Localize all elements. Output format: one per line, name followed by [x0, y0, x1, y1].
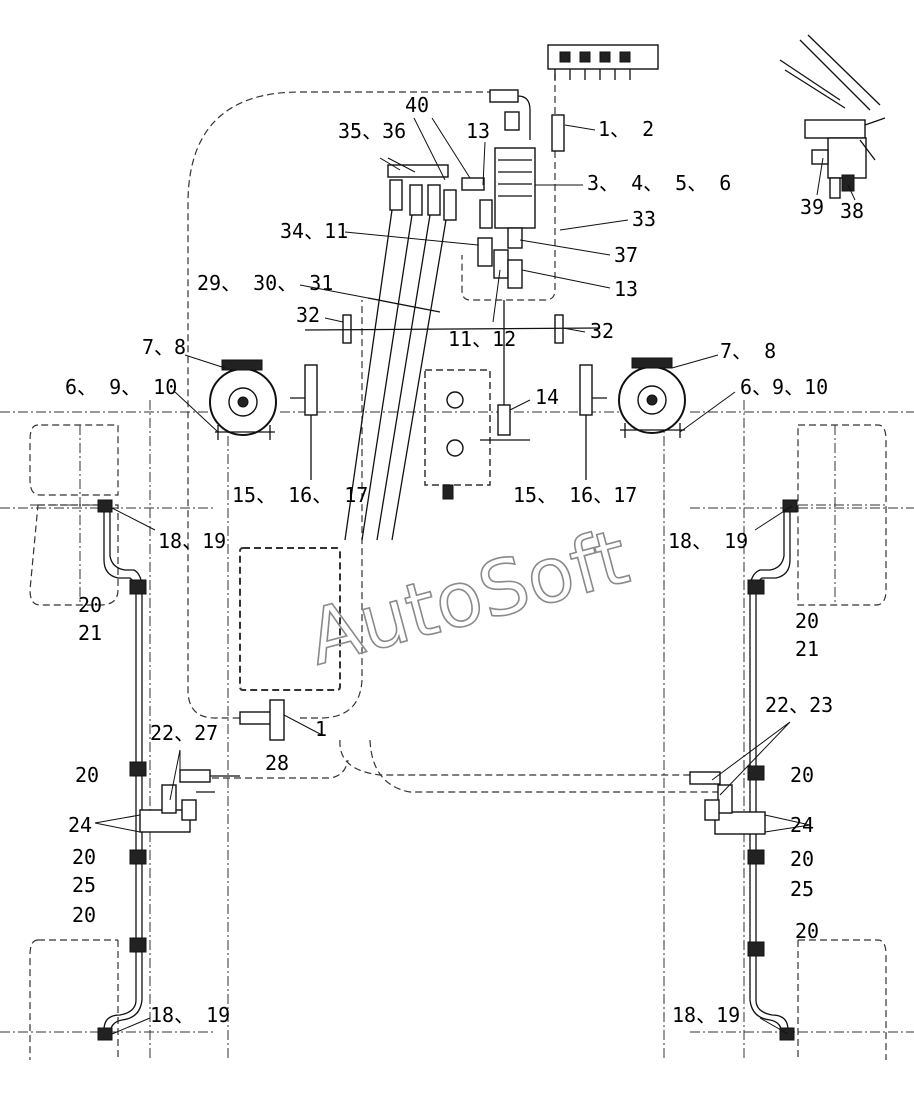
callout-18-19-ul: 18、19	[158, 529, 226, 553]
callout-29-30-31: 29、 30、 31	[197, 271, 333, 295]
callout-3-4-5-6: 3、 4、 5、 6	[587, 171, 731, 195]
callout-32-left: 32	[296, 303, 320, 327]
hydraulic-tank	[239, 547, 341, 691]
callout-11-12: 11、12	[448, 327, 516, 351]
callout-28: 28	[265, 751, 289, 775]
callout-20-l2: 20	[75, 763, 99, 787]
callout-22-27: 22、27	[150, 721, 218, 745]
callout-25-right: 25	[790, 877, 814, 901]
callout-24-left: 24	[68, 813, 92, 837]
callout-32-right: 32	[590, 319, 614, 343]
callout-25-left: 25	[72, 873, 96, 897]
callout-1-2: 1、 2	[598, 117, 654, 141]
callout-37: 37	[614, 243, 638, 267]
callout-20-r3: 20	[790, 847, 814, 871]
callout-40: 40	[405, 93, 429, 117]
brake-chamber-left	[209, 359, 277, 440]
tee-fittings-15-16-17	[290, 364, 607, 480]
callout-20-r1: 20	[795, 609, 819, 633]
wheels	[29, 424, 887, 1060]
chassis-outline	[0, 52, 914, 1060]
callout-15-16-17-left: 15、 16、 17	[232, 483, 368, 507]
callout-18-19-ur: 18、 19	[668, 529, 748, 553]
callout-7-8-left: 7、8	[142, 335, 186, 359]
callout-34-11: 34、11	[280, 219, 348, 243]
callout-20-l3: 20	[72, 845, 96, 869]
callout-13-top: 13	[466, 119, 490, 143]
brake-pedal-detail	[779, 34, 886, 199]
watermark: AutoSoft	[299, 512, 637, 682]
callout-6-9-10-right: 6、9、10	[740, 375, 828, 399]
left-brake-line	[97, 499, 147, 1041]
callout-14: 14	[535, 385, 559, 409]
callout-13-mid: 13	[614, 277, 638, 301]
fitting-1-28	[239, 699, 285, 741]
central-valve-14	[424, 300, 530, 500]
callout-7-8-right: 7、 8	[720, 339, 776, 363]
callout-20-r2: 20	[790, 763, 814, 787]
callout-20-l4: 20	[72, 903, 96, 927]
callout-1-mid: 1	[315, 717, 327, 741]
callout-labels: 1、 2 40 13 35、36 3、 4、 5、 6 33 34、11 37 …	[65, 93, 864, 1027]
callout-22-23: 22、23	[765, 693, 833, 717]
callout-18-19-ll: 18、 19	[150, 1003, 230, 1027]
callout-24-right: 24	[790, 813, 814, 837]
rear-valve-left	[139, 769, 240, 833]
wheel-rear-right	[797, 939, 887, 1060]
callout-21-left: 21	[78, 621, 102, 645]
callout-6-9-10-left: 6、 9、 10	[65, 375, 177, 399]
callout-20-r4: 20	[795, 919, 819, 943]
leader-lines	[94, 117, 856, 1035]
callout-15-16-17-right: 15、 16、17	[513, 483, 637, 507]
wheel-front-left	[29, 424, 119, 496]
brake-valve-assembly	[304, 89, 601, 541]
wheel-rear-left	[29, 939, 119, 1060]
callout-35-36: 35、36	[338, 119, 406, 143]
callout-20-l1: 20	[78, 593, 102, 617]
distribution-valve-block	[547, 44, 659, 80]
rear-valve-right	[689, 771, 766, 835]
wheel-front-right	[797, 424, 887, 606]
callout-38: 38	[840, 199, 864, 223]
callout-21-right: 21	[795, 637, 819, 661]
callout-39: 39	[800, 195, 824, 219]
callout-33: 33	[632, 207, 656, 231]
brake-chamber-right	[618, 357, 686, 438]
callout-18-19-lr: 18、19	[672, 1003, 740, 1027]
